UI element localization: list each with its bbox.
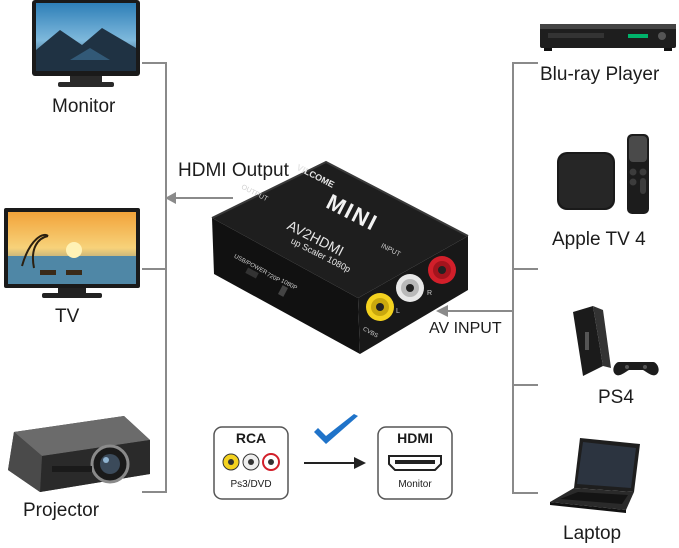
ps4-icon bbox=[573, 306, 659, 376]
monitor-label: Monitor bbox=[52, 96, 116, 117]
apple-tv-label: Apple TV 4 bbox=[552, 229, 646, 250]
left-bracket-bottom bbox=[142, 491, 167, 493]
rca-subtitle: Ps3/DVD bbox=[230, 479, 272, 490]
apple-tv-icon bbox=[557, 134, 649, 214]
hdmi-output-label: HDMI Output bbox=[178, 160, 289, 181]
right-bracket-mid2 bbox=[512, 384, 538, 386]
ps4-label: PS4 bbox=[598, 387, 634, 408]
tv-icon bbox=[4, 208, 140, 298]
laptop-icon bbox=[550, 438, 640, 513]
right-bracket-vertical bbox=[512, 62, 514, 494]
right-bracket-mid1 bbox=[512, 268, 538, 270]
tv-label: TV bbox=[55, 306, 80, 327]
laptop-label: Laptop bbox=[563, 523, 622, 544]
left-bracket-top bbox=[142, 62, 167, 64]
hdmi-output-arrow bbox=[165, 192, 233, 204]
left-bracket-mid bbox=[142, 268, 167, 270]
hdmi-subtitle: Monitor bbox=[398, 479, 432, 490]
checkmark-icon bbox=[314, 414, 358, 444]
hdmi-title: HDMI bbox=[397, 430, 433, 446]
conversion-arrow bbox=[304, 457, 366, 469]
port-l-label: L bbox=[396, 308, 400, 315]
hdmi-badge bbox=[377, 426, 453, 500]
projector-label: Projector bbox=[23, 500, 100, 521]
projector-icon bbox=[8, 416, 150, 492]
right-bracket-bottom bbox=[512, 492, 538, 494]
right-bracket-top bbox=[512, 62, 538, 64]
monitor-icon bbox=[32, 0, 140, 87]
av-input-arrow bbox=[436, 305, 514, 317]
av-input-label: AV INPUT bbox=[429, 320, 502, 337]
bluray-player-label: Blu-ray Player bbox=[540, 64, 660, 85]
left-bracket-vertical bbox=[165, 62, 167, 493]
rca-title: RCA bbox=[235, 430, 267, 446]
rca-badge bbox=[213, 426, 289, 500]
port-r-label: R bbox=[427, 290, 433, 297]
bluray-player-icon bbox=[540, 24, 676, 51]
av2hdmi-converter-box bbox=[211, 160, 469, 354]
